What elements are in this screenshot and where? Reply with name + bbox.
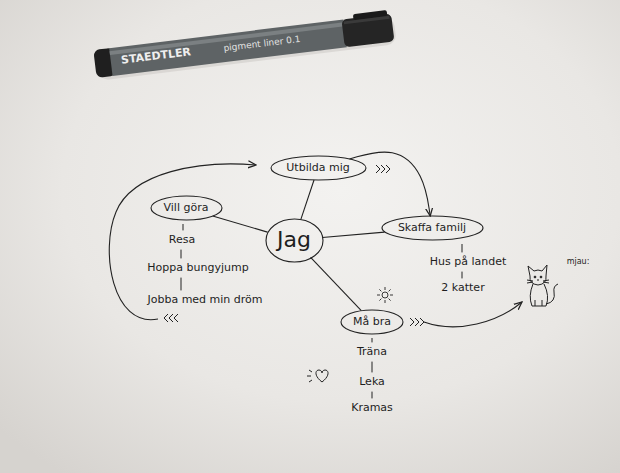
leader-line <box>462 272 463 279</box>
leader-line <box>181 250 182 259</box>
branch-line <box>213 216 268 232</box>
leader-line <box>372 362 373 373</box>
sun-icon <box>377 287 393 303</box>
pen-body <box>109 19 347 76</box>
branch-line <box>301 180 314 219</box>
pen-brand: STAEDTLER <box>120 45 191 67</box>
pen-label: pigment liner 0.1 <box>223 34 301 54</box>
list-item: Leka <box>359 375 385 388</box>
ellipse-outline <box>341 310 403 334</box>
curved-arrow <box>424 302 522 327</box>
sound-text: mjau: <box>567 257 590 267</box>
list-item: Jobba med min dröm <box>147 293 262 306</box>
branch-line <box>322 232 384 237</box>
topic-text: Skaffa familj <box>398 221 466 234</box>
topic-text: Utbilda mig <box>286 161 349 174</box>
center-text: Jag <box>277 227 311 253</box>
leader-line <box>372 392 373 399</box>
topic-ellipse: Skaffa familj <box>381 215 484 241</box>
list-item: Kramas <box>351 401 393 414</box>
ellipse-outline <box>151 196 222 220</box>
pen-cap <box>341 14 394 48</box>
list-item: Hus på landet <box>430 255 507 268</box>
ellipse-outline <box>271 156 366 180</box>
arrow-feathers <box>410 318 424 326</box>
branch-line <box>311 257 362 310</box>
leader-line <box>462 244 463 252</box>
pen <box>93 9 397 81</box>
list-item: Träna <box>357 345 387 358</box>
curved-arrow <box>349 152 430 216</box>
center-ellipse: Jag <box>265 218 324 263</box>
cat-drawing <box>527 265 558 306</box>
pen-cap-highlight <box>344 16 390 25</box>
leader-line <box>183 224 184 230</box>
ellipse-outline <box>382 216 483 240</box>
list-item: 2 katter <box>441 281 484 294</box>
topic-ellipse: Utbilda mig <box>270 155 367 181</box>
topic-text: Må bra <box>353 315 391 328</box>
list-item: Resa <box>169 233 195 246</box>
arrow-feathers <box>164 314 178 322</box>
topic-ellipse: Må bra <box>340 309 404 335</box>
arrow-feathers <box>376 165 390 173</box>
topic-ellipse: Vill göra <box>150 195 223 221</box>
heart-icon <box>307 370 328 382</box>
leader-line <box>181 278 182 291</box>
leader-line <box>372 338 373 342</box>
list-item: Hoppa bungyjump <box>147 261 248 274</box>
ellipse-outline <box>266 219 323 262</box>
topic-text: Vill göra <box>164 201 209 214</box>
